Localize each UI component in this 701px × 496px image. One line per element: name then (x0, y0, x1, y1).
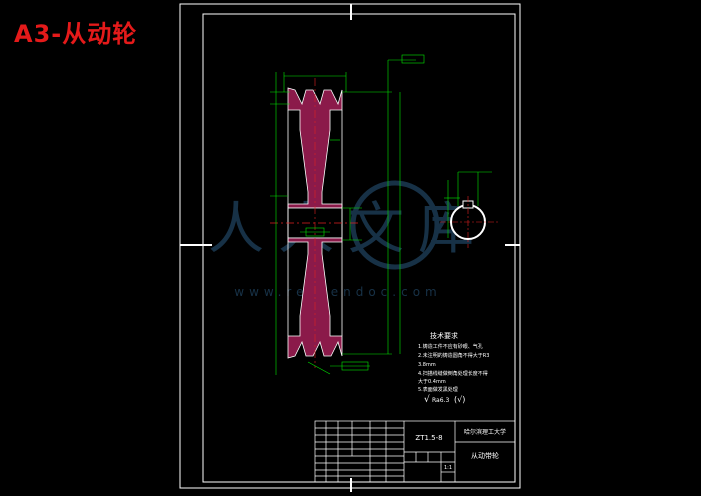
roughness-bracket: (√) (454, 395, 465, 404)
scale-value: 1:1 (444, 465, 452, 471)
note-line: 大于0.4mm (418, 378, 446, 385)
part-name: 从动带轮 (471, 451, 499, 460)
keyway-dimensions (444, 171, 492, 238)
drawing-code: ZT1.5-8 (415, 434, 442, 442)
roughness-value: Ra6.3 (432, 397, 449, 404)
university-name: 哈尔滨理工大学 (464, 428, 506, 436)
notes-heading: 技术要求 (430, 331, 458, 340)
note-line: 5.表面做发黑处理 (418, 386, 458, 393)
note-line: 1.铸造工件不应有砂眼、气孔 (418, 343, 483, 350)
note-line: 3.8mm (418, 362, 436, 368)
roughness-symbol: √ (424, 394, 430, 405)
note-line: 2.未注明的铸造圆角不得大于R3 (418, 352, 489, 359)
dimensions (270, 59, 416, 375)
note-line: 4.扫描线缝做倒角处理长度不得 (418, 370, 488, 377)
watermark-ring (350, 180, 440, 270)
title-block (314, 420, 516, 483)
tech-notes: 技术要求 1.铸造工件不应有砂眼、气孔 2.未注明的铸造圆角不得大于R3 3.8… (418, 331, 489, 405)
watermark: 人人文库 www.renrendoc.com (208, 180, 488, 299)
sheet-title: A3-从动轮 (14, 20, 138, 48)
keyway-view (440, 171, 498, 248)
watermark-text: 人人文库 (208, 197, 488, 262)
leader-boxes (305, 54, 425, 371)
watermark-url: www.renrendoc.com (234, 285, 441, 299)
